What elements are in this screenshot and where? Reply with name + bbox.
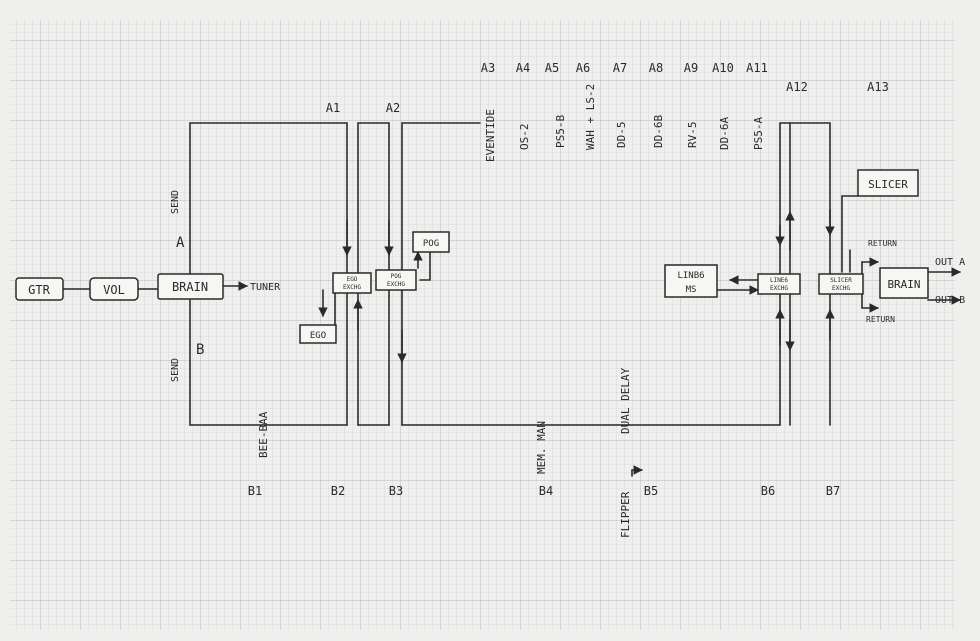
label-b6: B6	[761, 484, 775, 498]
line6-exchange-box	[757, 273, 801, 295]
ex4-line1: SLICER	[830, 277, 852, 284]
label-b2: B2	[331, 484, 345, 498]
pedal-os2: OS-2	[518, 124, 531, 151]
label-b5: B5	[644, 484, 658, 498]
label-b7: B7	[826, 484, 840, 498]
pedal-dual-delay: DUAL DELAY	[619, 367, 632, 434]
label-a2: A2	[386, 101, 400, 115]
label-a12: A12	[786, 80, 808, 94]
pedal-beebaa: BEE-BAA	[257, 411, 270, 458]
linb6-box	[664, 264, 718, 298]
ex2-line1: POG	[391, 273, 402, 280]
device-boxes	[15, 169, 929, 344]
ex3-line1: LINE6	[770, 277, 788, 284]
wire-pog-out	[419, 251, 431, 281]
label-a1: A1	[326, 101, 340, 115]
gtr-box	[15, 277, 64, 301]
pedal-dd5: DD-5	[615, 122, 628, 149]
label-a11: A11	[746, 61, 768, 75]
brain-out-label: BRAIN	[887, 278, 920, 291]
label-a10: A10	[712, 61, 734, 75]
return-bottom-label: RETURN	[866, 315, 895, 324]
label-b4: B4	[539, 484, 553, 498]
slicer-exchange-box	[818, 273, 864, 295]
ex4-line2: EXCHG	[832, 285, 850, 292]
pedal-memman: MEM. MAN	[535, 421, 548, 474]
path-a-label: A	[176, 235, 185, 251]
wire-to-eventide	[401, 122, 481, 426]
label-a4: A4	[516, 61, 530, 75]
label-b1: B1	[248, 484, 262, 498]
ex1-line1: EGO	[347, 276, 358, 283]
wire-return-bottom	[861, 289, 879, 313]
pog-exchange-box	[375, 269, 417, 291]
ego-label: EGO	[310, 331, 326, 341]
vol-box	[89, 277, 139, 301]
label-a5: A5	[545, 61, 559, 75]
pog-label: POG	[423, 239, 439, 249]
graph-grid	[10, 20, 955, 630]
brain-out-box	[879, 267, 929, 299]
pedal-ps5a: PS5-A	[752, 117, 765, 150]
return-top-label: RETURN	[868, 239, 897, 248]
send-a-label: SEND	[170, 190, 181, 214]
label-a3: A3	[481, 61, 495, 75]
brain-in-box	[157, 273, 224, 300]
label-a7: A7	[613, 61, 627, 75]
brain-in-label: BRAIN	[172, 280, 208, 294]
pedal-ps5b: PS5-B	[554, 115, 567, 148]
ego-box	[299, 324, 337, 344]
slicer-box	[857, 169, 919, 197]
label-a8: A8	[649, 61, 663, 75]
loop-b1	[189, 299, 348, 426]
tuner-label: TUNER	[250, 282, 281, 293]
pedal-rv5: RV-5	[686, 122, 699, 149]
pedal-dd6b: DD-6B	[652, 115, 665, 148]
ms-label: MS	[686, 285, 697, 295]
pedal-dd6a: DD-6A	[718, 117, 731, 150]
pedal-wah: WAH + LS-2	[584, 84, 597, 150]
send-b-label: SEND	[170, 358, 181, 382]
wire-slicer-send	[841, 195, 859, 273]
pog-box	[412, 231, 450, 253]
wire-return-top	[861, 257, 879, 279]
label-a6: A6	[576, 61, 590, 75]
label-a13: A13	[867, 80, 889, 94]
slicer-label: SLICER	[868, 178, 908, 191]
path-b-label: B	[196, 342, 204, 358]
pedal-flipper: FLIPPER	[619, 491, 632, 538]
label-b3: B3	[389, 484, 403, 498]
ex1-line2: EXCHG	[343, 284, 361, 291]
ex2-line2: EXCHG	[387, 281, 405, 288]
label-a9: A9	[684, 61, 698, 75]
vol-label: VOL	[103, 283, 125, 297]
ex3-line2: EXCHG	[770, 285, 788, 292]
pedal-eventide: EVENTIDE	[484, 109, 497, 162]
linb6-label: LINB6	[677, 271, 704, 281]
flipper-arrow	[631, 465, 643, 477]
out-a-label: OUT A	[935, 257, 965, 268]
gtr-label: GTR	[28, 283, 50, 297]
ego-exchange-box	[332, 272, 372, 294]
out-b-label: OUT B	[935, 295, 965, 306]
